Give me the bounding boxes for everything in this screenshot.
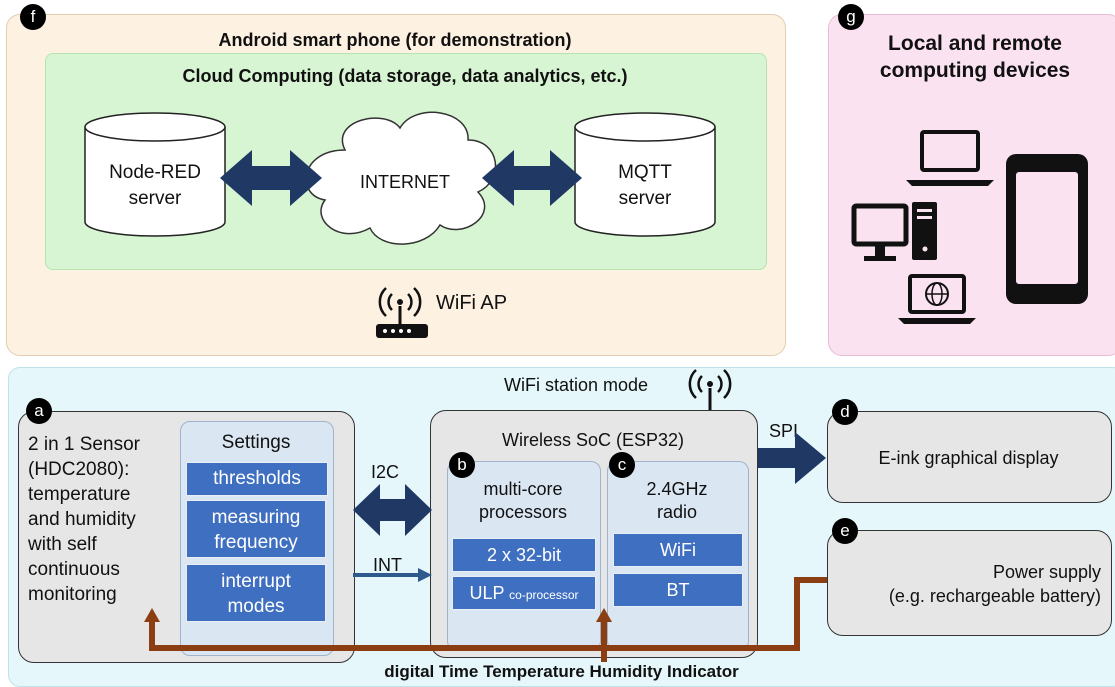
badge-a: a: [26, 398, 52, 424]
sensor-description: 2 in 1 Sensor (HDC2080): temperature and…: [28, 434, 140, 605]
power-arrow-soc: [596, 608, 612, 622]
display-box: [827, 411, 1112, 503]
power-line: [149, 577, 827, 662]
web-laptop-icon: [898, 274, 976, 324]
settings-thresholds: thresholds: [186, 462, 328, 496]
smartphone-icon: [1006, 154, 1088, 304]
internet-label: INTERNET: [360, 172, 450, 192]
power-label: Power supply(e.g. rechargeable battery): [888, 562, 1101, 606]
badge-d: d: [832, 399, 858, 425]
int-arrow: [353, 568, 432, 582]
processor-2x32bit: 2 x 32-bit: [452, 538, 596, 572]
power-box: [827, 530, 1112, 636]
processor-ulp: ULP co-processor: [452, 576, 596, 610]
cloud-computing-title: Cloud Computing (data storage, data anal…: [182, 66, 628, 86]
wifi-router-icon: [376, 287, 428, 338]
internet-cloud-icon: [305, 111, 497, 245]
badge-e: e: [832, 518, 858, 544]
node-red-internet-arrow: [220, 150, 322, 206]
internet-mqtt-arrow: [482, 150, 582, 206]
badge-b: b: [449, 452, 475, 478]
smartphone-panel-title: Android smart phone (for demonstration): [218, 30, 572, 50]
laptop-icon: [906, 130, 994, 186]
display-label: E-ink graphical display: [878, 448, 1059, 468]
spi-label: SPI: [769, 421, 799, 441]
antenna-icon: [688, 369, 732, 410]
spi-arrow: [758, 432, 826, 484]
badge-g: g: [838, 4, 864, 30]
desktop-icon: [851, 202, 937, 261]
cloud-diagram-graphics: [84, 111, 716, 338]
badge-f: f: [20, 4, 46, 30]
hardware-links-graphics: [144, 369, 827, 662]
settings-title: Settings: [221, 432, 291, 453]
node-red-cylinder-icon: [84, 112, 226, 237]
wifi-ap-label: WiFi AP: [436, 292, 508, 314]
radio-bt: BT: [613, 573, 743, 607]
i2c-arrow: [353, 484, 432, 536]
i2c-label: I2C: [371, 462, 400, 482]
computing-devices-graphics: [851, 130, 1088, 324]
soc-title: Wireless SoC (ESP32): [501, 430, 685, 450]
radio-wifi: WiFi: [613, 533, 743, 567]
indicator-title: digital Time Temperature Humidity Indica…: [384, 662, 739, 681]
wifi-station-label: WiFi station mode: [504, 375, 649, 395]
badge-c: c: [609, 452, 635, 478]
int-label: INT: [373, 555, 402, 575]
power-arrow-sensor: [144, 608, 160, 622]
mqtt-cylinder-icon: [574, 112, 716, 237]
